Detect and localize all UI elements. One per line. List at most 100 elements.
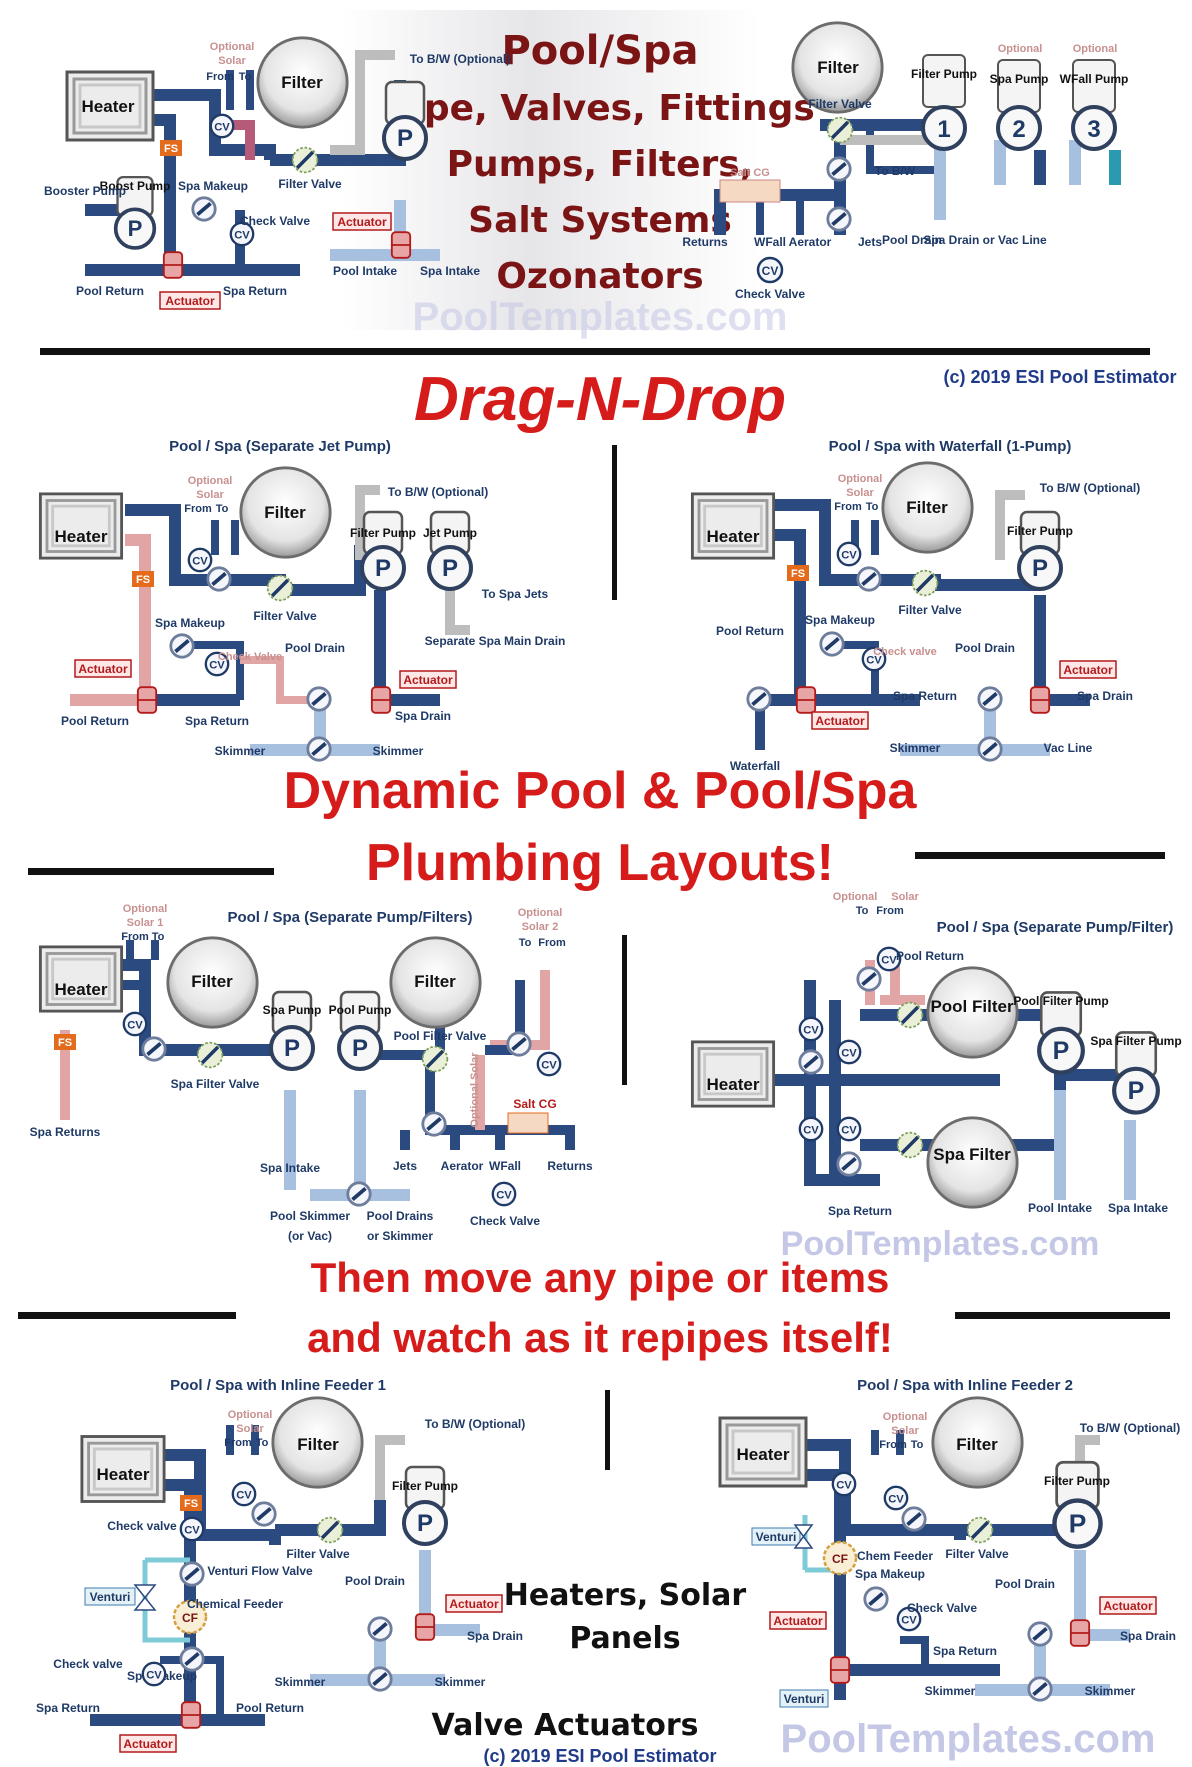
d1-spa-makeup-icon[interactable] <box>168 632 196 660</box>
d2-valve-icon[interactable] <box>855 565 883 593</box>
d2-spa-makeup-icon[interactable] <box>818 630 846 658</box>
d4-filter-valve-2[interactable] <box>895 1130 925 1160</box>
d6-valve-1[interactable] <box>900 1505 928 1533</box>
d1-skimmer-valve[interactable] <box>305 735 333 763</box>
d5-spa-return: Spa Return <box>36 1701 100 1715</box>
d4-filter-valve-1[interactable] <box>895 1000 925 1030</box>
d5-actuator-icon-2[interactable] <box>414 1613 436 1641</box>
top-actuator-2-icon[interactable] <box>390 231 412 259</box>
d3-valve-icon-3[interactable] <box>420 1110 448 1138</box>
d6-to-bw: To B/W (Optional) <box>1080 1421 1180 1435</box>
d1-filter-pump-icon[interactable] <box>360 510 406 591</box>
d5-cv-icon-3[interactable] <box>141 1661 167 1687</box>
d4-valve-top[interactable] <box>855 965 883 993</box>
d4-heater-icon[interactable] <box>690 1040 776 1108</box>
d2-filter-label: Filter <box>906 498 948 517</box>
d5-venturi-flow-valve-icon[interactable] <box>178 1560 206 1588</box>
top-actuator-2-label: Actuator <box>337 215 387 229</box>
d3-filter-label-2: Filter <box>414 972 456 991</box>
d3-pool-drain-valve[interactable] <box>345 1180 373 1208</box>
d4-cv-icon-2[interactable] <box>836 1039 862 1065</box>
d6-cf-text: CF <box>832 1552 848 1566</box>
d3-heater-icon[interactable] <box>38 945 124 1013</box>
d1-pool-return: Pool Return <box>61 714 129 728</box>
tr-check-valve-icon[interactable] <box>756 256 784 284</box>
d2-title: Pool / Spa with Waterfall (1-Pump) <box>829 438 1072 455</box>
watermark-bottom: PoolTemplates.com <box>781 1717 1156 1761</box>
d1-valve-icon[interactable] <box>205 565 233 593</box>
d5-spa-makeup-icon[interactable] <box>178 1645 206 1673</box>
d6-pool-drain-valve[interactable] <box>1026 1620 1054 1648</box>
divider-3b <box>955 1312 1170 1319</box>
d2-actuator-icon-1[interactable] <box>795 686 817 714</box>
d3-cv-icon-1[interactable] <box>122 1011 148 1037</box>
d1-heater-icon[interactable] <box>38 492 124 560</box>
d6-venturi-icon[interactable] <box>793 1524 814 1549</box>
d3-pool-filter-valve-icon[interactable] <box>420 1044 450 1074</box>
tr-pump-3[interactable]: Optional WFall Pump 3 <box>1060 43 1129 151</box>
d5-valve-1[interactable] <box>250 1500 278 1528</box>
tr-pump-2[interactable]: Optional Spa Pump 2 <box>990 43 1049 151</box>
d6-actuator-icon-2[interactable] <box>1069 1619 1091 1647</box>
d5-filter-valve-icon[interactable] <box>315 1515 345 1545</box>
d6-skimmer-valve[interactable] <box>1026 1675 1054 1703</box>
tr-filter-valve-icon[interactable] <box>825 115 855 145</box>
d3-cv-icon-2[interactable] <box>536 1051 562 1077</box>
d6-filter-valve-icon[interactable] <box>965 1515 995 1545</box>
d1-actuator-icon-2[interactable] <box>370 686 392 714</box>
d5-cf-icon[interactable] <box>172 1599 208 1635</box>
tr-check-valve-label: Check Valve <box>735 287 805 301</box>
d1-solar: Solar <box>196 489 224 501</box>
d1-actuator-icon-1[interactable] <box>136 686 158 714</box>
d4-cv-icon-1[interactable] <box>798 1016 824 1042</box>
d2-waterfall-valve[interactable] <box>745 685 773 713</box>
d6-actuator-icon-1[interactable] <box>829 1656 851 1684</box>
d5-pool-drain-valve[interactable] <box>366 1615 394 1643</box>
d2-pool-drain: Pool Drain <box>955 641 1015 655</box>
d5-venturi-icon[interactable] <box>133 1584 157 1611</box>
d2-heater-icon[interactable] <box>690 492 776 560</box>
top-filter-valve-icon[interactable] <box>290 145 320 175</box>
d4-valve-1[interactable] <box>797 1048 825 1076</box>
d3-valve-icon-2[interactable] <box>505 1030 533 1058</box>
d1-jet-pump-icon[interactable] <box>427 510 473 591</box>
tr-pump-1[interactable]: Filter Pump 1 <box>911 54 977 151</box>
d6-cv-icon-1[interactable] <box>831 1471 857 1497</box>
d4-cv-icon-3[interactable] <box>798 1116 824 1142</box>
d1-filter-valve-icon[interactable] <box>265 573 295 603</box>
d6-cf-icon[interactable] <box>822 1540 858 1576</box>
d4-cv-icon-4[interactable] <box>836 1116 862 1142</box>
d5-cv-icon-2[interactable] <box>179 1516 205 1542</box>
d2-pool-drain-valve[interactable] <box>976 685 1004 713</box>
d3-check-valve-icon[interactable] <box>491 1181 517 1207</box>
tr-pool-drain-valve-icon[interactable] <box>825 205 853 233</box>
d3-spa-filter-valve-icon[interactable] <box>195 1040 225 1070</box>
tr-valve-icon[interactable] <box>825 155 853 183</box>
d2-optional: Optional <box>838 473 883 485</box>
d5-actuator-icon[interactable] <box>180 1701 202 1729</box>
dynamic-title-2: Plumbing Layouts! <box>366 834 834 892</box>
d6-cv-icon-2[interactable] <box>883 1485 909 1511</box>
d5-filter-pump-label: Filter Pump <box>392 1479 458 1493</box>
d2-skimmer-valve[interactable] <box>976 735 1004 763</box>
top-actuator-icon[interactable] <box>162 251 184 279</box>
d5-cv-icon-1[interactable] <box>231 1481 257 1507</box>
d2-cv-icon[interactable] <box>836 541 862 567</box>
d3-valve-icon-1[interactable] <box>140 1035 168 1063</box>
header-watermark: PoolTemplates.com <box>413 295 788 339</box>
d5-skimmer-valve[interactable] <box>366 1665 394 1693</box>
d4-valve-2[interactable] <box>835 1150 863 1178</box>
d2-actuator-icon-2[interactable] <box>1029 686 1051 714</box>
top-cv-icon[interactable] <box>209 113 235 139</box>
copyright-bottom: (c) 2019 ESI Pool Estimator <box>483 1746 716 1766</box>
d3-pool-filter-valve-label: Pool Filter Valve <box>394 1029 487 1043</box>
d1-heater-label: Heater <box>55 527 108 546</box>
tr-jets-label: Jets <box>858 235 882 249</box>
d2-filter-valve-icon[interactable] <box>910 568 940 598</box>
top-spa-makeup-valve-icon[interactable] <box>190 195 218 223</box>
d1-cv-icon[interactable] <box>187 547 213 573</box>
tr-returns-label: Returns <box>682 235 728 249</box>
d1-pool-drain-valve[interactable] <box>305 685 333 713</box>
d6-spa-makeup-icon[interactable] <box>862 1585 890 1613</box>
top-filter-pump-icon[interactable] <box>382 80 428 161</box>
